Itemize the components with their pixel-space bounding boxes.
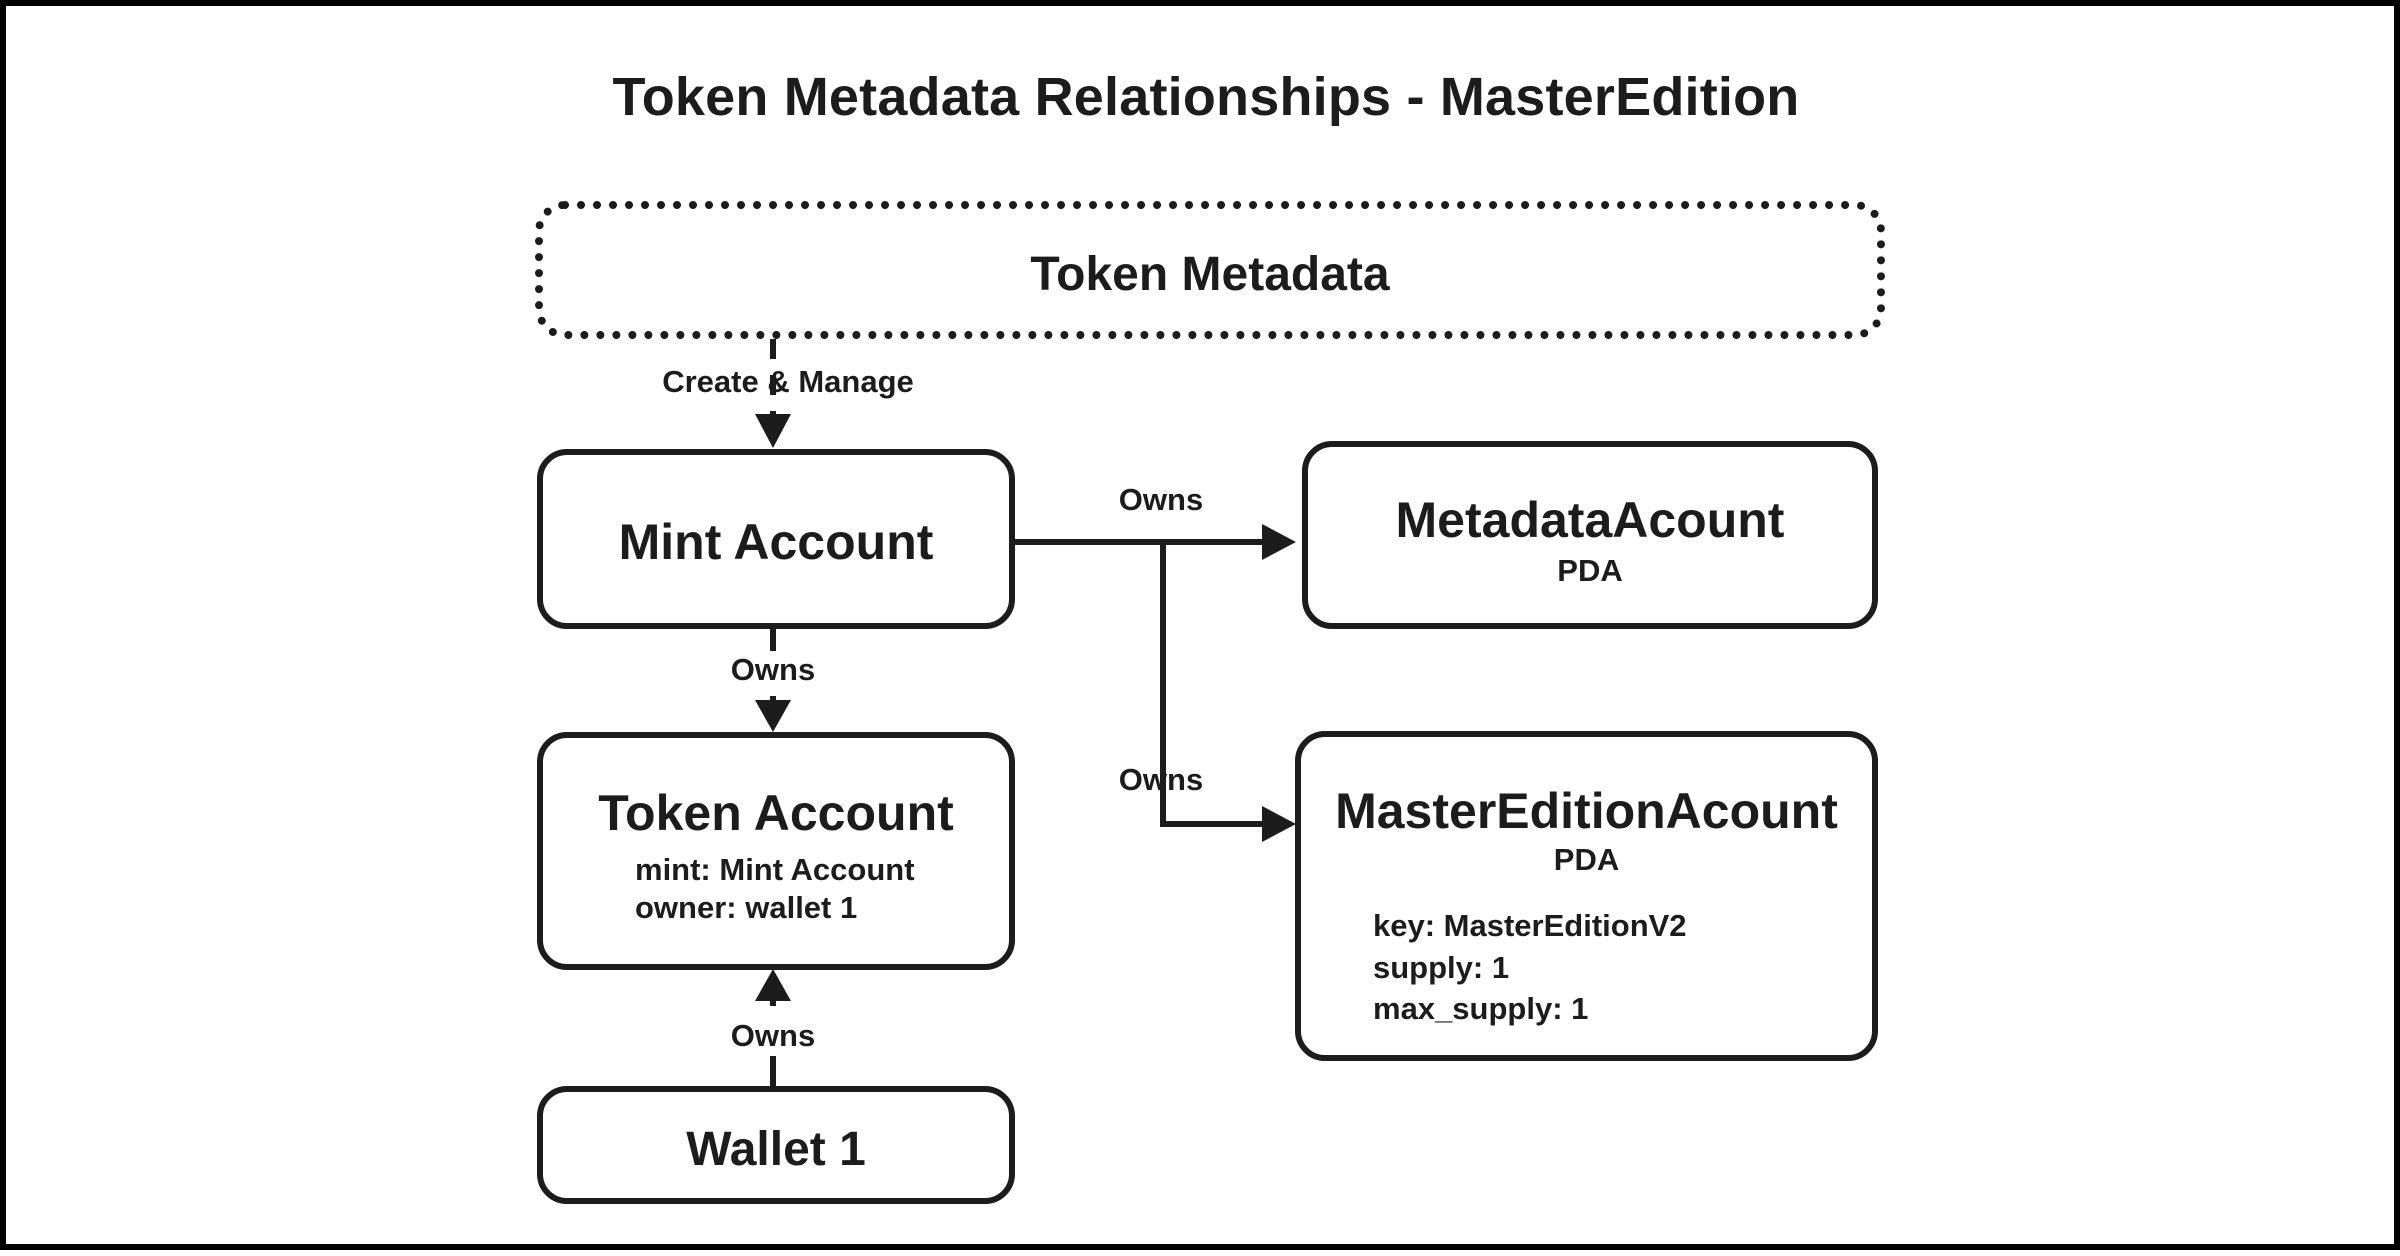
edge-mint-metadata-arrowhead xyxy=(1262,524,1296,560)
node-token-metadata: Token Metadata xyxy=(535,201,1885,339)
edge-label-mint-master-edition: Owns xyxy=(1118,762,1204,797)
node-token-metadata-label: Token Metadata xyxy=(1030,248,1390,301)
node-metadata-account-sublabel: PDA xyxy=(1557,553,1623,588)
node-token-account-label: Token Account xyxy=(598,785,954,841)
edge-mint-master-edition-arrowhead xyxy=(1262,806,1296,842)
node-master-edition-field-max-supply: max_supply: 1 xyxy=(1373,991,1589,1026)
node-master-edition-field-key: key: MasterEditionV2 xyxy=(1373,908,1687,943)
edge-mint-master-edition-line xyxy=(1160,542,1268,827)
edge-mint-token-arrowhead xyxy=(755,700,791,732)
node-wallet-1-label: Wallet 1 xyxy=(686,1123,866,1176)
node-token-account-field-owner: owner: wallet 1 xyxy=(635,890,858,925)
node-master-edition-account: MasterEditionAcount PDA key: MasterEditi… xyxy=(1295,731,1878,1061)
edge-label-create-manage: Create & Manage xyxy=(662,364,914,399)
connector-layer xyxy=(755,339,1296,1088)
node-wallet-1: Wallet 1 xyxy=(537,1086,1015,1204)
diagram-title: Token Metadata Relationships - MasterEdi… xyxy=(612,67,1800,127)
node-master-edition-account-label: MasterEditionAcount xyxy=(1335,783,1838,839)
edge-label-mint-token: Owns xyxy=(730,652,816,687)
node-token-account: Token Account mint: Mint Account owner: … xyxy=(537,732,1015,970)
edge-label-mint-metadata: Owns xyxy=(1118,482,1204,517)
node-mint-account-label: Mint Account xyxy=(618,514,934,570)
node-mint-account: Mint Account xyxy=(537,449,1015,629)
node-master-edition-account-sublabel: PDA xyxy=(1553,842,1620,877)
edge-wallet-token-arrowhead xyxy=(755,969,791,1001)
node-metadata-account-label: MetadataAcount xyxy=(1395,492,1785,548)
node-metadata-account: MetadataAcount PDA xyxy=(1302,441,1878,629)
node-master-edition-field-supply: supply: 1 xyxy=(1373,950,1510,985)
edge-label-wallet-token: Owns xyxy=(730,1018,816,1053)
edge-create-manage-arrowhead xyxy=(755,414,791,448)
node-token-account-field-mint: mint: Mint Account xyxy=(635,852,915,887)
